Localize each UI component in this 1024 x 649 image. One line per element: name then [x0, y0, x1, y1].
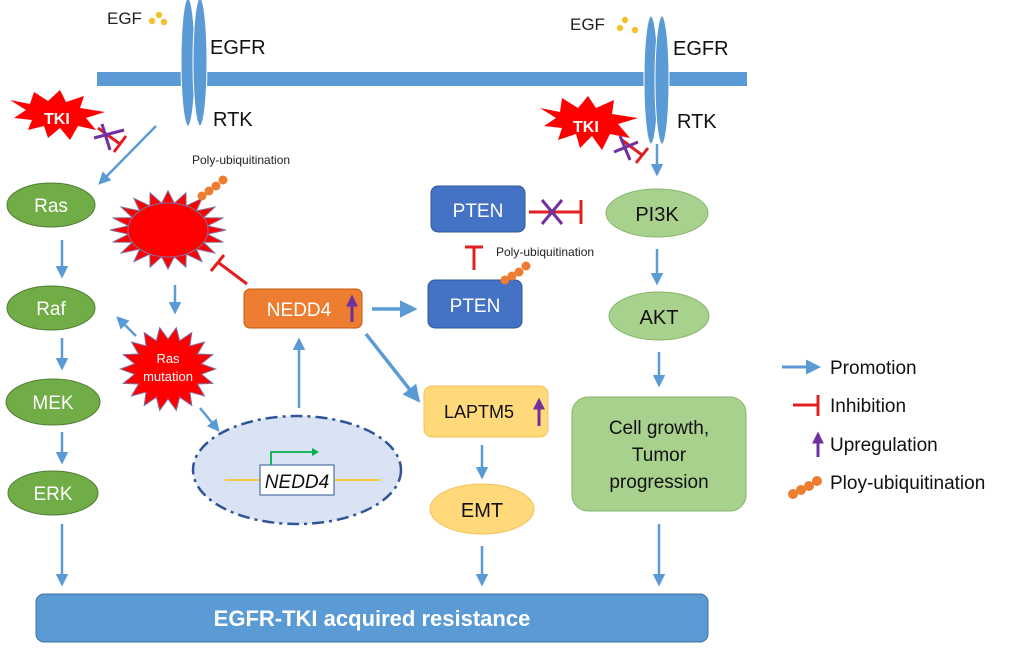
svg-text:EMT: EMT	[461, 500, 503, 522]
egfr-label-left: EGFR	[210, 37, 266, 59]
inhibition-bar-icon	[465, 245, 483, 270]
svg-text:Ras: Ras	[34, 196, 68, 217]
egf-label-right: EGF	[570, 15, 605, 34]
blocked-inhibition-icon	[529, 199, 583, 225]
blocked-inhibition-icon	[613, 135, 650, 164]
legend-label: Promotion	[830, 358, 917, 379]
pten-node-top: PTEN	[430, 185, 526, 233]
tki-label-right: TKI	[573, 119, 599, 136]
raf-node: Raf	[6, 285, 96, 331]
svg-text:PTEN: PTEN	[450, 296, 501, 317]
promotion-arrow	[116, 316, 137, 337]
cell-membrane	[97, 72, 747, 86]
svg-text:MEK: MEK	[32, 393, 74, 414]
egf-ligand-icon	[148, 11, 168, 26]
ras-node: Ras	[6, 182, 96, 228]
ubiquitin-chain-icon	[197, 175, 228, 201]
svg-text:PI3K: PI3K	[635, 204, 679, 226]
svg-text:Raf: Raf	[36, 299, 66, 320]
ras-protein-burst	[109, 189, 227, 271]
burst-core	[127, 202, 209, 258]
ras-mutation-label: Ras	[156, 351, 180, 366]
promotion-arrow	[98, 125, 157, 185]
svg-text:NEDD4: NEDD4	[267, 300, 332, 321]
egfr-receptor-left	[180, 0, 208, 127]
poly-ubiquitination-label: Poly-ubiquitination	[496, 245, 594, 259]
resistance-bar: EGFR-TKI acquired resistance	[35, 593, 709, 643]
cell-growth-node: Cell growth, Tumor progression	[571, 396, 747, 512]
tki-label-left: TKI	[44, 111, 70, 128]
svg-text:Tumor: Tumor	[632, 445, 687, 466]
rtk-label-right: RTK	[677, 111, 717, 133]
egfr-receptor-right	[643, 15, 670, 145]
blocked-inhibition-icon	[93, 123, 128, 153]
tki-burst-left: TKI	[10, 90, 105, 140]
egf-label-left: EGF	[107, 9, 142, 28]
svg-text:Cell growth,: Cell growth,	[609, 418, 709, 439]
mek-node: MEK	[5, 378, 101, 426]
laptm5-node: LAPTM5	[423, 385, 549, 438]
legend-inhibition-icon	[793, 395, 820, 416]
egf-ligand-icon	[616, 16, 639, 34]
legend-label: Upregulation	[830, 435, 938, 456]
burst-spikes	[118, 326, 218, 412]
legend-ubiquitin-chain-icon	[788, 476, 822, 499]
svg-text:ERK: ERK	[33, 484, 72, 505]
promoter-arrow-icon	[270, 451, 312, 465]
nucleus: NEDD4	[191, 414, 403, 526]
rtk-label-left: RTK	[213, 109, 253, 131]
inhibition-bar-icon	[209, 254, 248, 286]
svg-text:EGFR-TKI acquired resistance: EGFR-TKI acquired resistance	[214, 606, 531, 631]
ras-mutation-burst	[118, 326, 218, 412]
svg-text:AKT: AKT	[640, 307, 679, 329]
pten-node-bottom: PTEN	[427, 279, 523, 329]
promotion-arrow	[199, 407, 220, 432]
egfr-label-right: EGFR	[673, 38, 729, 60]
emt-node: EMT	[429, 483, 535, 535]
nedd4-gene-label: NEDD4	[265, 472, 329, 493]
svg-text:progression: progression	[609, 472, 708, 493]
erk-node: ERK	[7, 470, 99, 516]
poly-ubiquitination-label: Poly-ubiquitination	[192, 153, 290, 167]
legend-label: Inhibition	[830, 396, 906, 417]
legend: Promotion Inhibition Upregulation Ploy-u…	[782, 358, 985, 499]
tki-burst-right: TKI	[540, 96, 638, 150]
ubiquitin-chain-icon	[500, 261, 531, 285]
promotion-arrow	[364, 332, 421, 403]
svg-text:PTEN: PTEN	[453, 201, 504, 222]
pi3k-node: PI3K	[605, 188, 709, 238]
svg-text:LAPTM5: LAPTM5	[444, 402, 514, 422]
ras-mutation-label: mutation	[143, 369, 193, 384]
legend-label: Ploy-ubiquitination	[830, 473, 985, 494]
akt-node: AKT	[608, 291, 710, 341]
nedd4-node: NEDD4	[243, 288, 363, 329]
